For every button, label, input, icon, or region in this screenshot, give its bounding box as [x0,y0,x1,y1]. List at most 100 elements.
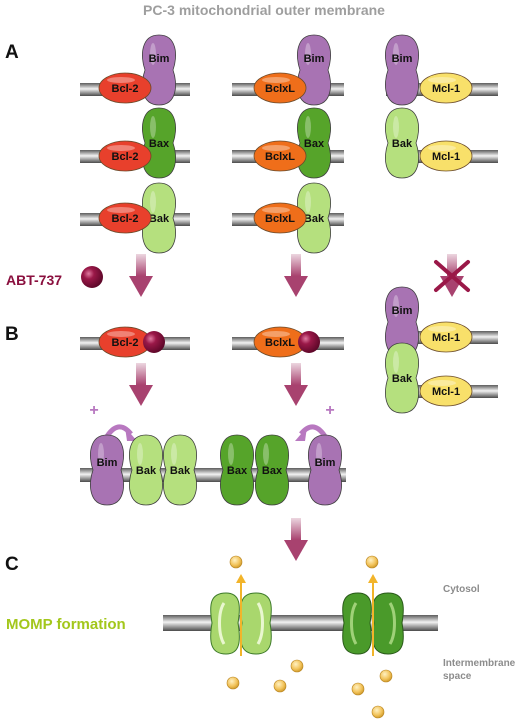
mcl1-a1-right-label: Mcl-1 [432,83,460,95]
bax-b-oligo-1-label: Bax [227,465,248,477]
bax-a2-middle-highlight [305,116,311,138]
bim-a1-right [385,34,419,106]
bclxl-b-middle-label: BclxL [265,337,295,349]
mcl1-b-right-2-label: Mcl-1 [432,386,460,398]
bak-b-oligo-1 [129,434,163,506]
bcl2-a3-left [98,202,152,234]
bim-b-oligo-left [90,434,124,506]
mcl1-b-right-label: Mcl-1 [432,332,460,344]
intermembrane-space-label: Intermembrane space [443,658,518,682]
bak-b-oligo-1-label: Bak [136,465,157,477]
bcl2-b-left-highlight [107,331,135,337]
momp-pore-bak [210,592,272,655]
cytosol-label: Cytosol [443,584,480,595]
bax-b-oligo-2-highlight [263,443,269,465]
bcl2-a2-left-label: Bcl-2 [112,151,139,163]
bak-b-oligo-1-highlight [137,443,143,465]
bak-a2-right-highlight [393,116,399,138]
bak-b-oligo-2 [163,434,197,506]
bim-b-right-label: Bim [392,305,413,317]
mcl1-a2-right-label: Mcl-1 [432,151,460,163]
bclxl-a2-middle [253,140,307,172]
bclxl-a2-middle-highlight [262,145,290,151]
bak-a3-middle [297,182,331,254]
bclxl-b-middle-highlight [262,331,290,337]
proteins: BimBcl-2BimBclxLBimMcl-1BaxBcl-2BaxBclxL… [81,34,473,506]
bax-a2-middle [297,107,331,179]
mcl1-b-right [419,321,473,353]
arrow-a-to-b-right-blocked [434,254,470,297]
panel-label-a: A [5,42,19,63]
panel-label-b: B [5,324,19,345]
bax-b-oligo-2-label: Bax [262,465,283,477]
bim-b-oligo-right [308,434,342,506]
cytochrome-c-1 [229,555,243,569]
bcl2-a3-left-label: Bcl-2 [112,213,139,225]
cytochrome-c-7 [379,669,393,683]
plus-sign-right: + [325,402,334,419]
bcl2-a2-left [98,140,152,172]
cytochrome-c-5 [273,679,287,693]
mcl1-a2-right [419,140,473,172]
bcl2-a1-left-label: Bcl-2 [112,83,139,95]
cytochrome-c-release-arrows [236,574,378,656]
bim-a1-middle-label: Bim [304,53,325,65]
bak-a3-middle-label: Bak [304,213,325,225]
bclxl-a3-middle-highlight [262,207,290,213]
bim-a1-right-highlight [393,43,399,65]
cytochrome-c-8 [371,705,385,719]
bim-b-right-highlight [393,295,399,317]
bcl2-a1-left-highlight [107,77,135,83]
arrows [103,254,470,561]
cytochrome-c-molecules [226,555,393,719]
bak-b-right-label: Bak [392,373,413,385]
abt-737-label: ABT-737 [6,272,62,288]
bax-a2-left-label: Bax [149,138,170,150]
momp-formation-label: MOMP formation [6,616,126,633]
mcl1-a1-right [419,72,473,104]
arrow-b-middle-down [284,363,308,406]
bak-b-oligo-2-label: Bak [170,465,191,477]
abt-737-bound-bcl2 [143,331,165,353]
mcl1-a2-right-highlight [428,145,456,151]
panel-label-c: C [5,554,19,575]
abt-737-molecule-legend [81,266,103,288]
bak-a3-left-label: Bak [149,213,170,225]
bclxl-a1-middle [253,72,307,104]
bim-a1-left-label: Bim [149,53,170,65]
bim-a1-left-highlight [150,43,156,65]
arrow-a-to-b-middle [284,254,308,297]
bax-a2-left-highlight [150,116,156,138]
bcl2-a1-left [98,72,152,104]
mcl1-b-right-2-highlight [428,380,456,386]
bax-b-oligo-1-highlight [228,443,234,465]
bax-a2-middle-label: Bax [304,138,325,150]
bclxl-a3-middle [253,202,307,234]
arrow-b-left-down [129,363,153,406]
cytochrome-c-6 [351,682,365,696]
bcl2-a2-left-highlight [107,145,135,151]
bak-b-right [385,342,419,414]
mcl1-b-right-highlight [428,326,456,332]
bcl2-b-left-label: Bcl-2 [112,337,139,349]
bax-a2-left [142,107,176,179]
cytochrome-c-4 [290,659,304,673]
bim-b-oligo-left-label: Bim [97,457,118,469]
arrow-a-to-b-left [129,254,153,297]
bim-a1-middle-highlight [305,43,311,65]
bclxl-a2-middle-label: BclxL [265,151,295,163]
plus-sign-left: + [89,402,98,419]
bak-a3-left [142,182,176,254]
cytochrome-c-2 [365,555,379,569]
bak-a3-left-highlight [150,191,156,213]
arrow-b-to-c [284,518,308,561]
bcl2-a3-left-highlight [107,207,135,213]
bim-b-oligo-left-highlight [98,443,104,465]
bclxl-a1-middle-label: BclxL [265,83,295,95]
mcl1-b-right-2 [419,375,473,407]
bak-a2-right-label: Bak [392,138,413,150]
bax-b-oligo-1 [220,434,254,506]
abt-737-bound-bclxl [298,331,320,353]
bax-b-oligo-2 [255,434,289,506]
